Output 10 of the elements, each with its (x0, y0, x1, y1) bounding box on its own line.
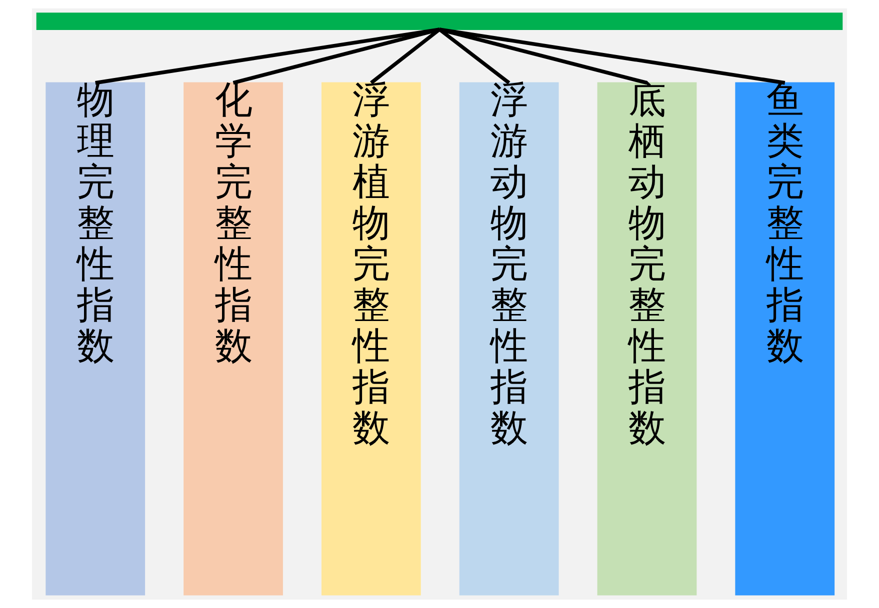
node-box: 浮游植物完整性指数 (321, 82, 421, 596)
node-bar (36, 12, 843, 30)
connector (95, 28, 440, 85)
node-box: 化学完整性指数 (184, 82, 283, 596)
node-box: 鱼类完整性指数 (735, 82, 835, 596)
node-box: 底栖动物完整性指数 (597, 82, 697, 596)
connector (232, 28, 440, 85)
connector (439, 28, 648, 85)
node-box: 浮游动物完整性指数 (459, 82, 559, 596)
node-box: 物理完整性指数 (46, 82, 146, 596)
